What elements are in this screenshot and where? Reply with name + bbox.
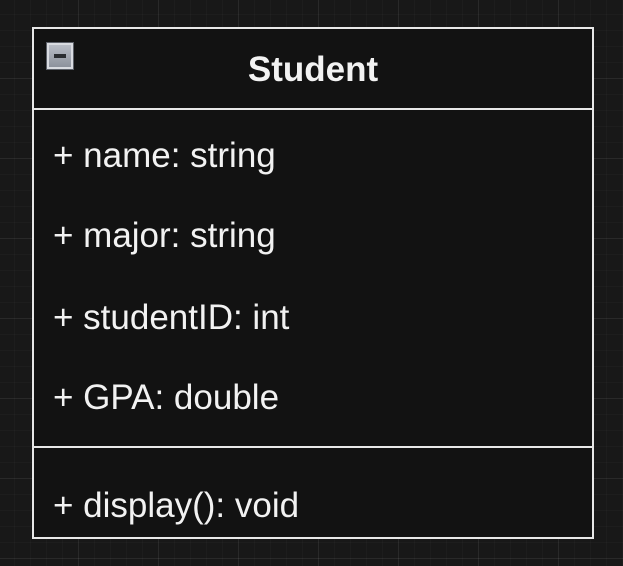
attributes-section: + name: string + major: string + student…	[34, 110, 592, 448]
uml-class-student[interactable]: Student + name: string + major: string +…	[32, 27, 594, 539]
attribute-row[interactable]: + name: string	[53, 136, 276, 175]
attribute-row[interactable]: + studentID: int	[53, 298, 290, 337]
class-name[interactable]: Student	[247, 50, 379, 89]
attribute-row[interactable]: + GPA: double	[53, 378, 280, 417]
class-header: Student	[34, 29, 592, 110]
collapse-button[interactable]	[46, 42, 74, 70]
method-row[interactable]: + display(): void	[53, 486, 300, 525]
minus-icon	[54, 54, 66, 58]
methods-section: + display(): void	[34, 448, 592, 537]
attribute-row[interactable]: + major: string	[53, 216, 276, 255]
